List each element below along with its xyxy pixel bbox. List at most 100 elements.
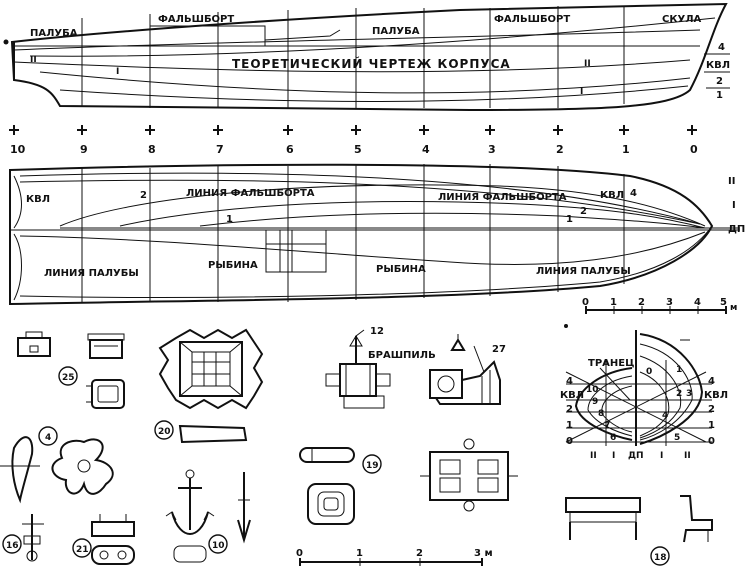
body-plan-transom-label: ТРАНЕЦ — [588, 358, 634, 369]
plan-line-1-left: 1 — [226, 214, 233, 225]
station-number: 4 — [422, 143, 430, 156]
detail-propeller — [0, 426, 114, 504]
body-axis-label: I — [660, 451, 663, 461]
hull-plan-view: КВЛ 2 ЛИНИЯ ФАЛЬШБОРТА 1 ЛИНИЯ ФАЛЬШБОРТ… — [9, 163, 745, 306]
station-cross — [283, 125, 293, 135]
plan-bulwark-right: ЛИНИЯ ФАЛЬШБОРТА — [438, 192, 567, 203]
plan-right-ii: II — [728, 176, 735, 187]
detail-skylight — [154, 328, 264, 444]
body-row-right: 4 — [708, 376, 715, 387]
body-station-left: 10 — [586, 385, 599, 395]
profile-buttock-2b: II — [584, 59, 591, 69]
body-station-right: 3 — [686, 389, 692, 399]
detail-windlass-side: 27 — [429, 334, 506, 405]
plan-kvl-right: КВЛ — [600, 190, 624, 201]
body-station-left: 7 — [604, 421, 610, 431]
body-axis-label: I — [612, 451, 615, 461]
plan-deck-right: ЛИНИЯ ПАЛУБЫ — [536, 266, 631, 277]
scale-top-tick: 3 — [666, 297, 673, 308]
profile-bulwark-label-1: ФАЛЬШБОРТ — [158, 14, 234, 25]
body-row-right: КВЛ — [704, 390, 728, 401]
body-axis-label: II — [684, 451, 691, 461]
plan-deck-left: ЛИНИЯ ПАЛУБЫ — [44, 268, 139, 279]
windlass-number-callout: 12 — [370, 326, 384, 337]
station-cross — [419, 125, 429, 135]
body-axis-label: II — [590, 451, 597, 461]
station-number: 5 — [354, 143, 362, 156]
callout-16: 16 — [6, 541, 19, 551]
scale-top-tick: 1 — [610, 297, 617, 308]
callout-25: 25 — [62, 373, 75, 383]
plan-line-1-right: 1 — [566, 214, 573, 225]
profile-wl-1: 1 — [716, 90, 723, 101]
station-number: 8 — [148, 143, 156, 156]
body-row-right: 2 — [708, 404, 715, 415]
station-cross — [687, 125, 697, 135]
station-number: 0 — [690, 143, 698, 156]
profile-bulwark-label-2: ФАЛЬШБОРТ — [494, 14, 570, 25]
body-row-left: 0 — [566, 436, 573, 447]
plan-bulwark-left: ЛИНИЯ ФАЛЬШБОРТА — [186, 188, 315, 199]
profile-wl-4: 4 — [718, 42, 725, 53]
body-row-right: 0 — [708, 436, 715, 447]
station-cross — [213, 125, 223, 135]
body-row-left: 4 — [566, 376, 573, 387]
callout-18: 18 — [654, 553, 667, 563]
station-cross — [77, 125, 87, 135]
scale-top-tick: 4 — [694, 297, 701, 308]
detail-hatch-fittings — [17, 331, 125, 409]
plan-line-4: 4 — [630, 188, 637, 199]
detail-windlass: 12 БРАШПИЛЬ — [325, 326, 436, 409]
profile-deck-label-left: ПАЛУБА — [30, 28, 78, 39]
station-cross — [9, 125, 19, 135]
plan-right-dp: ДП — [728, 224, 745, 235]
profile-station-lines — [81, 6, 625, 108]
body-row-left: 2 — [566, 404, 573, 415]
callout-19: 19 — [366, 461, 379, 471]
station-cross — [619, 125, 629, 135]
scale-bottom-tick: 1 — [356, 548, 363, 559]
station-cross — [485, 125, 495, 135]
scale-bar-top: 0 1 2 3 4 5 м — [582, 297, 737, 314]
body-row-right: 1 — [708, 420, 715, 431]
body-station-left: 9 — [592, 397, 598, 407]
windlass-label: БРАШПИЛЬ — [368, 350, 436, 361]
profile-kvl: КВЛ — [706, 60, 730, 71]
scale-bar-bottom: 0 1 2 3 м — [296, 548, 493, 566]
scale-top-tick: 5 — [720, 297, 727, 308]
body-station-right: 4 — [662, 411, 668, 421]
plan-rybina-mid: РЫБИНА — [376, 264, 426, 275]
body-station-right: 2 — [676, 389, 682, 399]
station-number: 6 — [286, 143, 294, 156]
profile-wl-2: 2 — [716, 76, 723, 87]
plan-rybina-left: РЫБИНА — [208, 260, 258, 271]
station-number: 9 — [80, 143, 88, 156]
hull-profile-view: ПАЛУБА ФАЛЬШБОРТ ПАЛУБА ФАЛЬШБОРТ СКУЛА … — [3, 2, 730, 112]
station-number: 3 — [488, 143, 496, 156]
detail-cleats — [2, 514, 135, 565]
body-row-left: 1 — [566, 420, 573, 431]
profile-title: ТЕОРЕТИЧЕСКИЙ ЧЕРТЕЖ КОРПУСА — [232, 56, 511, 71]
scale-top-tick: 2 — [638, 297, 645, 308]
plan-right-i: I — [732, 200, 736, 211]
body-station-left: 6 — [610, 433, 616, 443]
profile-buttock-2: II — [30, 55, 37, 65]
detail-fittings-19 — [299, 438, 518, 525]
station-cross — [351, 125, 361, 135]
profile-buttock-1: I — [116, 67, 119, 77]
scale-top-tick: 0 — [582, 297, 589, 308]
profile-buttock-1b: I — [580, 87, 583, 97]
profile-chine-label: СКУЛА — [662, 14, 702, 25]
scale-top-unit: м — [730, 303, 737, 313]
callout-4: 4 — [45, 433, 51, 443]
station-cross — [145, 125, 155, 135]
callout-21: 21 — [76, 545, 89, 555]
windlass-side-callout: 27 — [492, 344, 506, 355]
plan-kvl-left: КВЛ — [26, 194, 50, 205]
body-station-right: 5 — [674, 433, 680, 443]
station-number: 10 — [10, 143, 26, 156]
scale-bottom-tick: 2 — [416, 548, 423, 559]
body-axis-label: ДП — [628, 451, 644, 461]
detail-bench — [565, 495, 713, 566]
